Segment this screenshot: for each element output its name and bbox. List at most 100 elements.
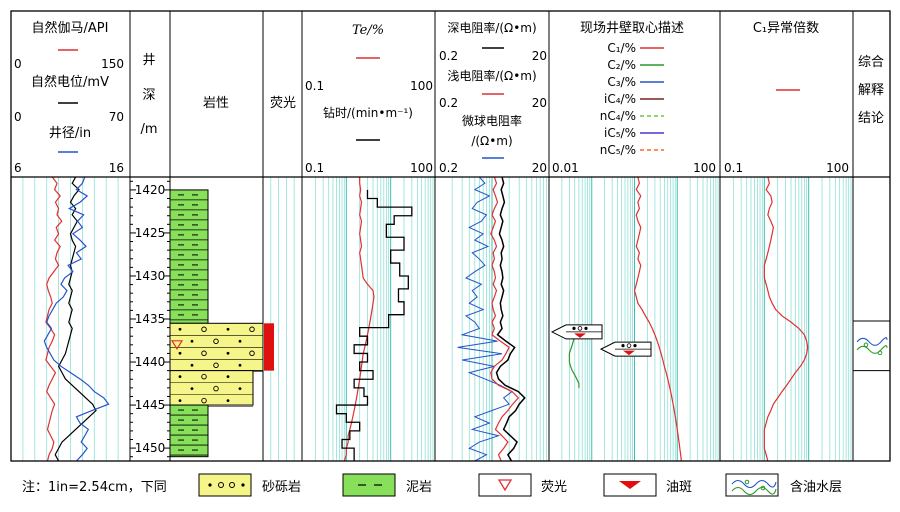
depth-tick-label: 1435 (135, 312, 166, 326)
te-min: 0.1 (305, 79, 324, 93)
gr-curve (45, 176, 63, 462)
oil-water-dot (877, 350, 883, 356)
core-grain (633, 344, 637, 348)
oil-water-wave (856, 345, 888, 354)
gravel-grain (226, 399, 230, 403)
caliper-curve (43, 176, 110, 462)
gravel-grain (178, 375, 182, 379)
deep-res-curve (495, 176, 526, 462)
sp-curve (54, 176, 97, 462)
legend-oil-water-wave1 (731, 479, 777, 489)
micro-res-max: 20 (532, 161, 547, 175)
gravel-grain (178, 351, 182, 355)
c2-curve (568, 327, 580, 388)
shallow-res-min: 0.2 (439, 96, 458, 110)
gravel-pebble (201, 397, 207, 404)
gravel-pebble (213, 338, 219, 345)
lithology-column (169, 189, 274, 458)
fluorescence-interval-bar (264, 323, 274, 371)
legend-gravel-label: 砂砾岩 (262, 480, 301, 495)
grid-layer (22, 177, 854, 461)
legend-oil-water-dot2 (760, 485, 766, 491)
gr-max: 150 (101, 57, 124, 71)
gravel-pebble (201, 350, 207, 357)
te-label: Te/% (352, 23, 384, 38)
curve-layer (43, 176, 890, 462)
depth-tick-label: 1420 (135, 183, 166, 197)
cal-min: 6 (14, 161, 22, 175)
legend-mudstone-label: 泥岩 (406, 480, 432, 495)
micro-res-curve (457, 176, 514, 462)
gravel-pebble (249, 350, 255, 357)
gas-legend-label: C₃/% (607, 75, 636, 89)
legend-oil-water-wave2 (731, 486, 777, 496)
legend-gravel-dots (208, 482, 245, 488)
legend-oil-spot-symbol (619, 481, 641, 489)
gravel-grain (226, 351, 230, 355)
gas-legend-label: nC₄/% (600, 109, 636, 123)
te-max: 100 (410, 79, 433, 93)
sp-min: 0 (14, 110, 22, 124)
footer-note: 注：1in=2.54cm，下同 (22, 480, 167, 495)
gas-title: 现场井壁取心描述 (580, 21, 684, 36)
depth-title-3: /m (140, 122, 157, 137)
deep-res-min: 0.2 (439, 49, 458, 63)
core-grain (572, 326, 576, 331)
gas-legend-label: nC₅/% (600, 143, 636, 157)
cal-max: 16 (109, 161, 124, 175)
gravel-grain (226, 375, 230, 379)
legend-fluor-swatch (478, 473, 532, 497)
interp-title-3: 结论 (858, 111, 884, 126)
c1-curve (633, 176, 682, 462)
shallow-res-label: 浅电阻率/(Ω•m) (447, 68, 536, 83)
deep-res-max: 20 (532, 49, 547, 63)
legend-gravel-swatch (198, 473, 252, 497)
drill-time-curve (335, 189, 413, 461)
depth-tick-label: 1430 (135, 269, 166, 283)
lith-mudstone (169, 189, 209, 324)
depth-tick-label: 1450 (135, 441, 166, 455)
gravel-grain (178, 327, 182, 331)
te-curve (343, 177, 375, 462)
core-grain (621, 344, 625, 348)
micro-res-min: 0.2 (439, 161, 458, 175)
lith-mudstone (169, 404, 209, 458)
core-oil-spot (623, 350, 635, 356)
gravel-pebble (213, 385, 219, 392)
gravel-grain (226, 327, 230, 331)
core-pebble (577, 326, 583, 331)
ratio-max: 100 (826, 161, 849, 175)
gravel-pebble (249, 326, 255, 333)
outer-frame (10, 10, 891, 462)
legend-fluor-label: 荧光 (541, 480, 567, 495)
oil-water-dot (863, 342, 869, 348)
gravel-pebble (213, 362, 219, 369)
shallow-res-max: 20 (532, 96, 547, 110)
legend-fluor-symbol (497, 479, 513, 492)
header-layer: 自然伽马/API 0 150 自然电位/mV 0 70 井径/in 6 16 井… (14, 20, 884, 175)
gas-legend-label: iC₄/% (604, 92, 636, 106)
core-pebble (626, 343, 632, 348)
legend-oil-water-dot1 (744, 479, 750, 485)
interp-title-1: 综合 (858, 55, 884, 70)
dt-max: 100 (410, 161, 433, 175)
legend-oil-water-swatch (725, 473, 779, 497)
gravel-pebble (201, 373, 207, 380)
gas-legend-label: C₁/% (607, 41, 636, 55)
interp-title-2: 解释 (858, 83, 884, 98)
oil-water-wave (856, 337, 888, 346)
fluor-title: 荧光 (270, 96, 296, 111)
depth-title-2: 深 (142, 88, 155, 103)
core-grain (584, 326, 588, 331)
depth-tick-label: 1445 (135, 398, 166, 412)
fluorescence-symbol (170, 340, 184, 350)
core-oil-spot (574, 333, 586, 338)
depth-title-1: 井 (142, 53, 155, 68)
gas-min: 0.01 (552, 161, 579, 175)
gr-label: 自然伽马/API (32, 20, 109, 36)
depth-tick-label: 1425 (135, 226, 166, 240)
dt-label: 钻时/(min•m⁻¹) (323, 105, 413, 120)
gr-min: 0 (14, 57, 22, 71)
